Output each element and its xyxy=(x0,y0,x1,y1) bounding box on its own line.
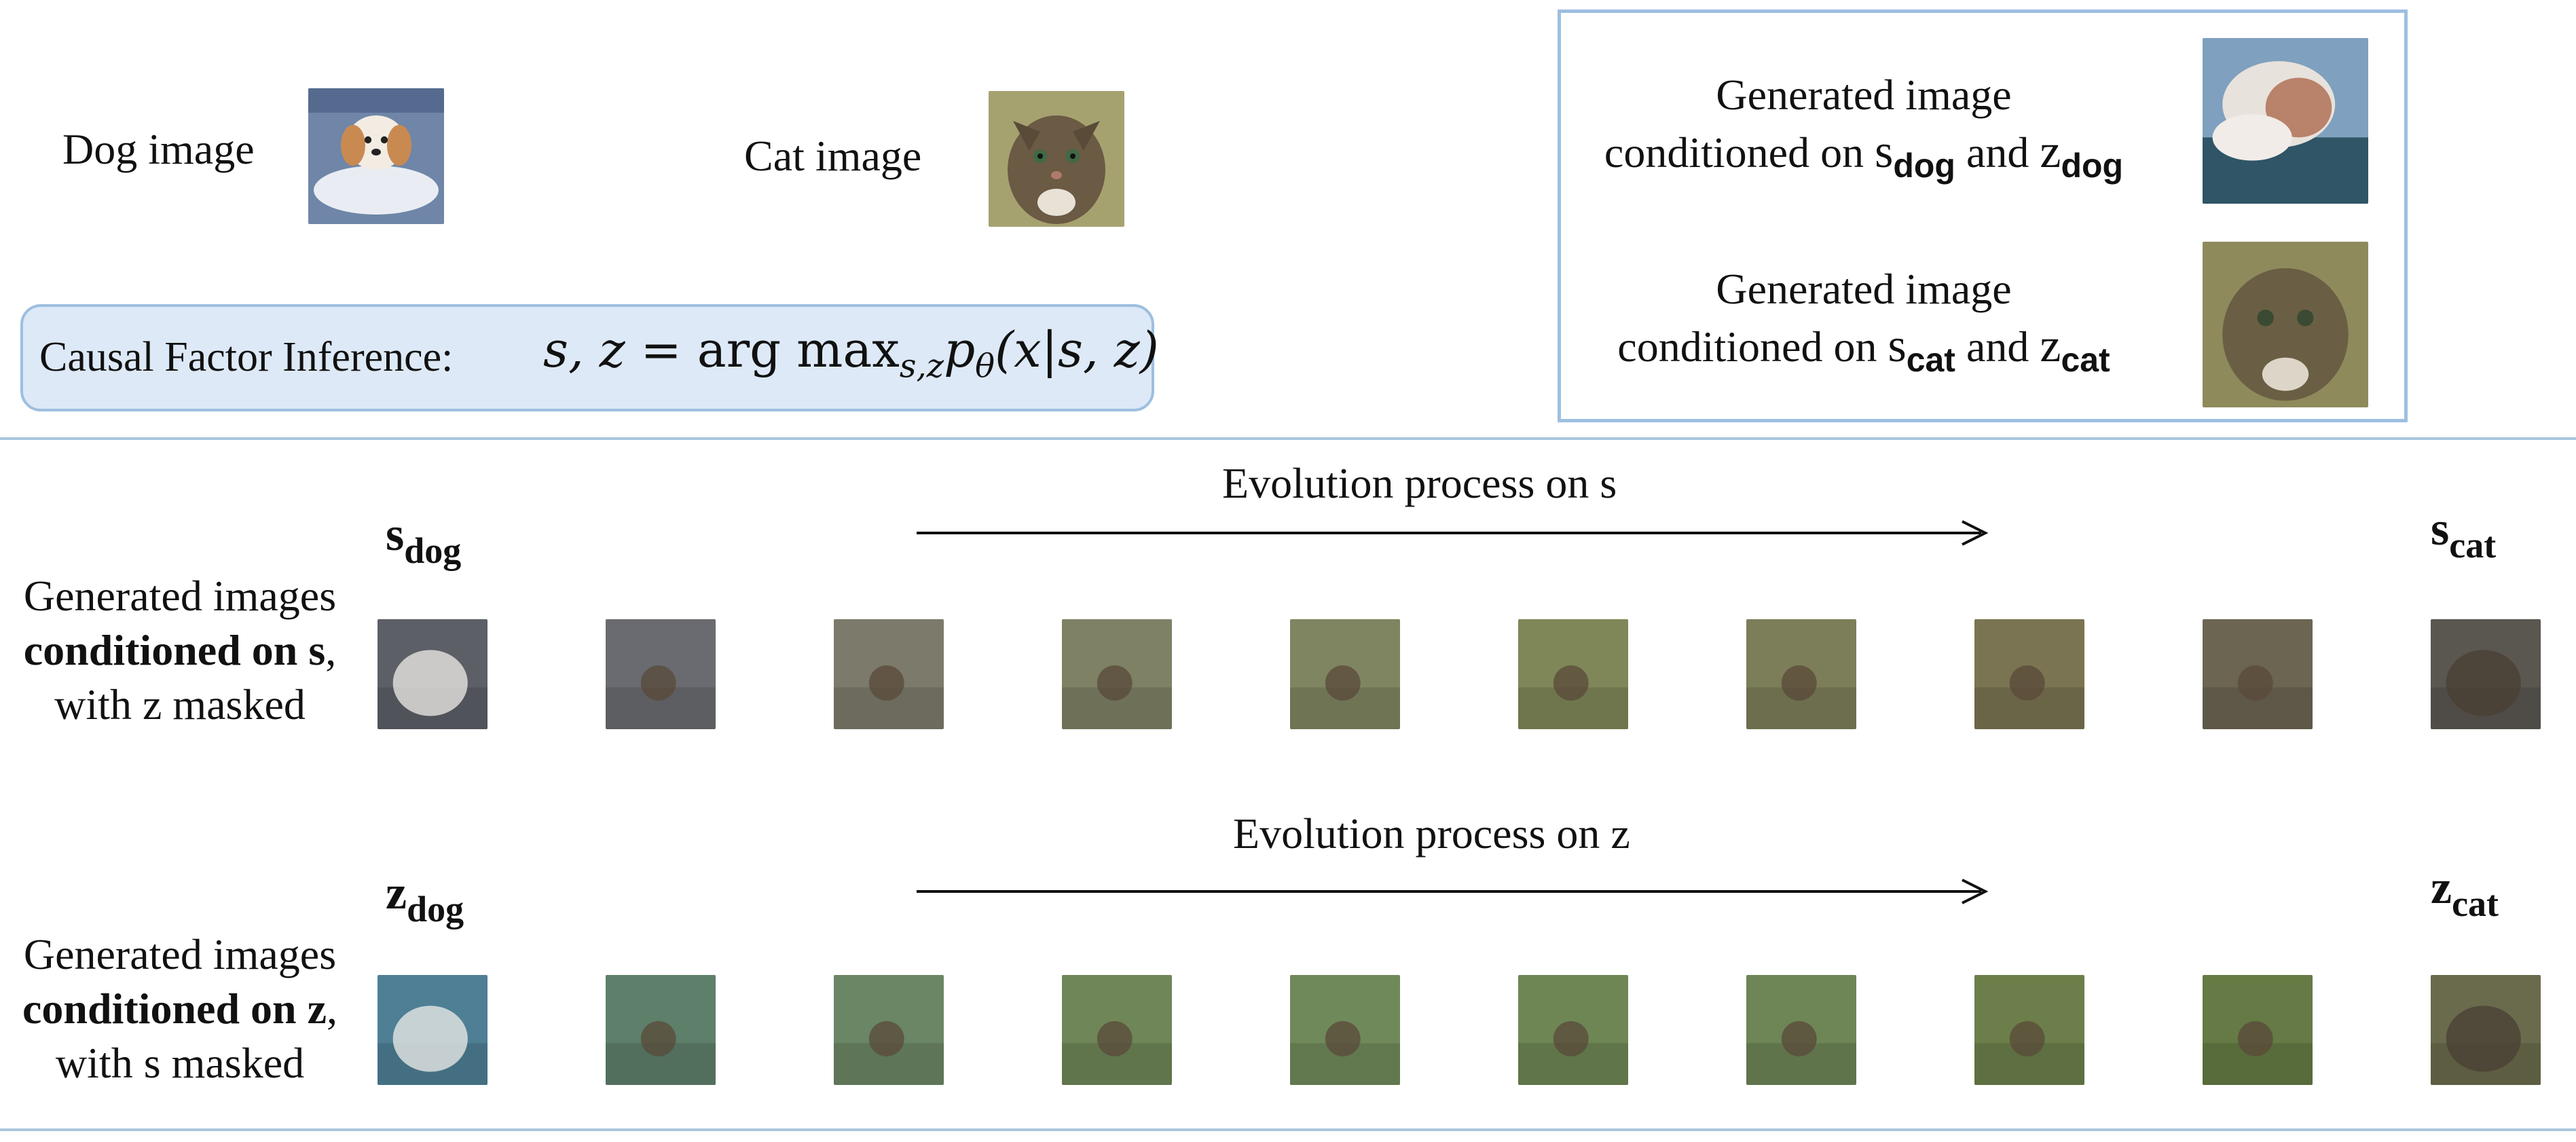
row-z-label-line2: conditioned on z, xyxy=(0,982,360,1036)
generated-dog-s: s xyxy=(1875,126,1894,178)
generated-cat-graphic xyxy=(2203,242,2368,407)
row-s-thumbnail-6 xyxy=(1518,619,1628,729)
z-dog-sub: dog xyxy=(407,888,464,929)
formula-p: p xyxy=(944,321,976,378)
generated-dog-z: z xyxy=(2040,126,2061,178)
generated-cat-line2: conditioned on scat and zcat xyxy=(1582,316,2146,382)
generated-cat-image xyxy=(2203,242,2368,407)
generated-dog-line1: Generated image xyxy=(1716,71,2012,119)
evolution-s-label: Evolution process on s xyxy=(1222,459,1617,507)
evolution-z-label: Evolution process on z xyxy=(1233,809,1630,858)
causal-inference-formula: s, z = arg maxs,zpθ(x|s, z) xyxy=(543,319,1159,386)
formula-operator: arg max xyxy=(697,321,900,378)
formula-theta: θ xyxy=(975,347,995,386)
section-divider-top xyxy=(0,437,2576,440)
s-cat-letter: s xyxy=(2431,503,2450,555)
s-dog-letter: s xyxy=(386,509,405,561)
row-z-label-line3: with s masked xyxy=(55,1039,305,1087)
generated-cat-caption: Generated image conditioned on scat and … xyxy=(1582,262,2146,382)
row-z-thumbnail-4 xyxy=(1062,975,1172,1085)
row-z-thumbnail-3 xyxy=(834,975,944,1085)
row-z-thumbnail-8 xyxy=(1974,975,2084,1085)
formula-lhs: s, z = xyxy=(543,321,697,378)
section-divider-bottom xyxy=(0,1128,2576,1131)
z-dog-letter: z xyxy=(386,867,407,919)
generated-image-box xyxy=(1558,10,2408,422)
row-z-thumbnail-6 xyxy=(1518,975,1628,1085)
row-s-label-line2-text: conditioned on s xyxy=(23,626,326,674)
row-z-thumbnail-1 xyxy=(378,975,487,1085)
generated-dog-and: and xyxy=(1955,128,2040,177)
row-s-label: Generated images conditioned on s, with … xyxy=(0,569,360,732)
generated-dog-line2: conditioned on sdog and zdog xyxy=(1582,122,2146,187)
generated-cat-prefix: conditioned on xyxy=(1617,323,1888,371)
generated-cat-z-sub: cat xyxy=(2061,341,2110,379)
row-s-thumbnail-7 xyxy=(1746,619,1856,729)
row-z-label-line2-text: conditioned on z xyxy=(22,984,327,1033)
row-s-thumbnail-2 xyxy=(606,619,716,729)
generated-cat-z: z xyxy=(2040,320,2061,372)
dog-image xyxy=(308,88,444,224)
row-s-thumbnail-5 xyxy=(1290,619,1400,729)
z-dog-symbol: zdog xyxy=(386,866,464,930)
dog-image-graphic xyxy=(308,88,444,224)
row-z-label-line1: Generated images xyxy=(23,930,337,978)
generated-dog-z-sub: dog xyxy=(2061,147,2124,185)
row-z-thumbnail-7 xyxy=(1746,975,1856,1085)
s-dog-symbol: sdog xyxy=(386,508,461,572)
row-s-label-line2: conditioned on s, xyxy=(0,623,360,678)
s-cat-sub: cat xyxy=(2449,524,2497,566)
formula-subscript: s,z xyxy=(899,347,944,386)
generated-dog-s-sub: dog xyxy=(1893,147,1955,185)
row-z-thumbnail-9 xyxy=(2203,975,2313,1085)
generated-cat-s-sub: cat xyxy=(1906,341,1955,379)
row-s-thumbnail-10 xyxy=(2431,619,2541,729)
cat-image xyxy=(989,91,1124,227)
generated-dog-prefix: conditioned on xyxy=(1604,128,1875,177)
evolution-s-arrow xyxy=(917,520,1989,546)
row-s-label-line2-comma: , xyxy=(325,626,337,674)
causal-inference-box xyxy=(20,304,1154,411)
generated-dog-graphic xyxy=(2203,38,2368,204)
s-cat-symbol: scat xyxy=(2431,502,2496,566)
generated-cat-s: s xyxy=(1888,320,1907,372)
generated-dog-caption: Generated image conditioned on sdog and … xyxy=(1582,68,2146,187)
evolution-z-arrow xyxy=(917,879,1989,904)
generated-dog-image xyxy=(2203,38,2368,204)
row-s-thumbnail-4 xyxy=(1062,619,1172,729)
z-cat-symbol: zcat xyxy=(2431,861,2499,925)
row-z-label-line2-comma: , xyxy=(327,984,338,1033)
row-z-label: Generated images conditioned on z, with … xyxy=(0,927,360,1090)
z-cat-sub: cat xyxy=(2452,883,2499,924)
row-s-thumbnail-1 xyxy=(378,619,487,729)
generated-cat-line1: Generated image xyxy=(1716,265,2012,313)
row-s-thumbnail-9 xyxy=(2203,619,2313,729)
cat-image-label: Cat image xyxy=(744,132,922,180)
row-z-thumbnail-10 xyxy=(2431,975,2541,1085)
generated-cat-and: and xyxy=(1955,323,2040,371)
row-s-label-line3: with z masked xyxy=(54,680,306,729)
row-z-thumbnail-5 xyxy=(1290,975,1400,1085)
row-s-thumbnail-8 xyxy=(1974,619,2084,729)
z-cat-letter: z xyxy=(2431,862,2452,914)
s-dog-sub: dog xyxy=(404,530,462,571)
row-s-label-line1: Generated images xyxy=(23,572,337,620)
row-z-thumbnail-2 xyxy=(606,975,716,1085)
cat-image-graphic xyxy=(989,91,1124,227)
causal-inference-label: Causal Factor Inference: xyxy=(39,334,454,380)
formula-args: (x|s, z) xyxy=(995,321,1159,378)
dog-image-label: Dog image xyxy=(62,125,255,173)
row-s-thumbnail-3 xyxy=(834,619,944,729)
